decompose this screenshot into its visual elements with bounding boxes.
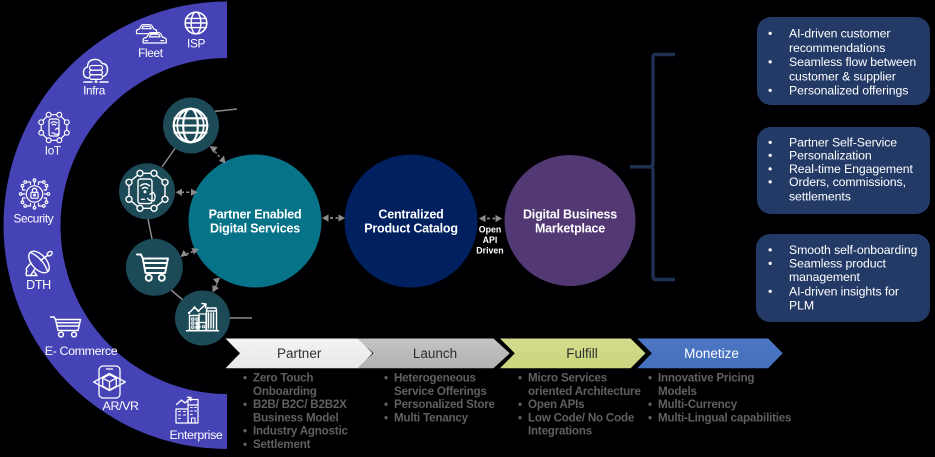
svg-text:Heterogeneous: Heterogeneous <box>394 372 476 385</box>
svg-text:Settlement: Settlement <box>253 438 311 451</box>
svg-text:•: • <box>648 398 652 411</box>
svg-text:Integrations: Integrations <box>528 425 592 438</box>
svg-text:•: • <box>384 372 388 385</box>
svg-text:Open: Open <box>479 225 501 235</box>
svg-text:•: • <box>768 175 772 189</box>
svg-text:settlements: settlements <box>789 189 851 203</box>
svg-text:Partner Self-Service: Partner Self-Service <box>789 135 897 149</box>
svg-text:Business Model: Business Model <box>253 411 338 424</box>
svg-text:Real-time Engagement: Real-time Engagement <box>789 162 913 176</box>
svg-text:•: • <box>648 372 652 385</box>
svg-text:DTH: DTH <box>26 278 51 292</box>
svg-text:AI-driven insights for: AI-driven insights for <box>789 285 899 299</box>
svg-text:API: API <box>483 235 498 245</box>
svg-text:Personalization: Personalization <box>789 149 872 163</box>
svg-text:Seamless flow between: Seamless flow between <box>789 55 916 69</box>
svg-text:•: • <box>768 162 772 176</box>
svg-text:•: • <box>768 285 772 299</box>
svg-text:Industry Agnostic: Industry Agnostic <box>253 425 348 438</box>
svg-text:•: • <box>384 398 388 411</box>
svg-text:Orders, commissions,: Orders, commissions, <box>789 175 906 189</box>
svg-text:•: • <box>518 398 522 411</box>
svg-text:Onboarding: Onboarding <box>253 385 317 398</box>
svg-text:•: • <box>243 372 247 385</box>
svg-text:•: • <box>384 411 388 424</box>
svg-text:•: • <box>768 27 772 41</box>
svg-text:Monetize: Monetize <box>684 346 739 361</box>
svg-text:Digital Business: Digital Business <box>523 208 617 222</box>
svg-text:•: • <box>518 411 522 424</box>
svg-text:Models: Models <box>658 385 697 398</box>
svg-text:•: • <box>243 438 247 451</box>
svg-text:Micro Services: Micro Services <box>528 372 607 385</box>
svg-text:•: • <box>243 398 247 411</box>
svg-text:•: • <box>518 372 522 385</box>
svg-text:Multi Tenancy: Multi Tenancy <box>394 411 469 424</box>
svg-text:Low Code/ No Code: Low Code/ No Code <box>528 411 635 424</box>
svg-text:Fulfill: Fulfill <box>566 346 598 361</box>
svg-text:•: • <box>768 84 772 98</box>
svg-text:Seamless product: Seamless product <box>789 257 887 271</box>
svg-text:IoT: IoT <box>45 143 61 157</box>
svg-text:management: management <box>789 270 860 284</box>
svg-text:Innovative Pricing: Innovative Pricing <box>658 372 754 385</box>
svg-text:•: • <box>648 411 652 424</box>
svg-text:Open APIs: Open APIs <box>528 398 584 411</box>
svg-text:•: • <box>243 425 247 438</box>
svg-text:recommendations: recommendations <box>789 41 885 55</box>
svg-text:Centralized: Centralized <box>378 208 443 222</box>
svg-text:Multi-Lingual capabilities: Multi-Lingual capabilities <box>658 411 791 424</box>
svg-text:Smooth self-onboarding: Smooth self-onboarding <box>789 243 918 257</box>
svg-text:Launch: Launch <box>413 346 457 361</box>
svg-text:AR/VR: AR/VR <box>103 399 140 413</box>
svg-text:Personalized offerings: Personalized offerings <box>789 84 908 98</box>
svg-text:Enterprise: Enterprise <box>170 428 223 442</box>
svg-text:oriented Architecture: oriented Architecture <box>528 385 641 398</box>
svg-text:Personalized Store: Personalized Store <box>394 398 496 411</box>
svg-text:Partner: Partner <box>277 346 322 361</box>
svg-text:•: • <box>768 243 772 257</box>
svg-text:Multi-Currency: Multi-Currency <box>658 398 738 411</box>
svg-text:•: • <box>768 135 772 149</box>
svg-text:Service Offerings: Service Offerings <box>394 385 487 398</box>
svg-text:ISP: ISP <box>187 36 205 50</box>
svg-text:Marketplace: Marketplace <box>535 222 605 236</box>
svg-text:E- Commerce: E- Commerce <box>45 344 118 358</box>
svg-text:•: • <box>768 55 772 69</box>
svg-text:PLM: PLM <box>789 298 814 312</box>
svg-text:Zero Touch: Zero Touch <box>253 372 313 385</box>
svg-text:Fleet: Fleet <box>138 46 164 60</box>
svg-text:Digital Services: Digital Services <box>210 222 300 236</box>
svg-text:AI-driven customer: AI-driven customer <box>789 27 890 41</box>
svg-text:Partner Enabled: Partner Enabled <box>209 208 302 222</box>
svg-text:Infra: Infra <box>83 84 106 98</box>
svg-text:B2B/ B2C/ B2B2X: B2B/ B2C/ B2B2X <box>253 398 347 411</box>
svg-text:Product Catalog: Product Catalog <box>364 222 458 236</box>
svg-text:•: • <box>768 257 772 271</box>
svg-text:customer & supplier: customer & supplier <box>789 69 896 83</box>
svg-text:•: • <box>768 149 772 163</box>
svg-text:Driven: Driven <box>476 246 503 256</box>
svg-text:Security: Security <box>13 211 53 225</box>
